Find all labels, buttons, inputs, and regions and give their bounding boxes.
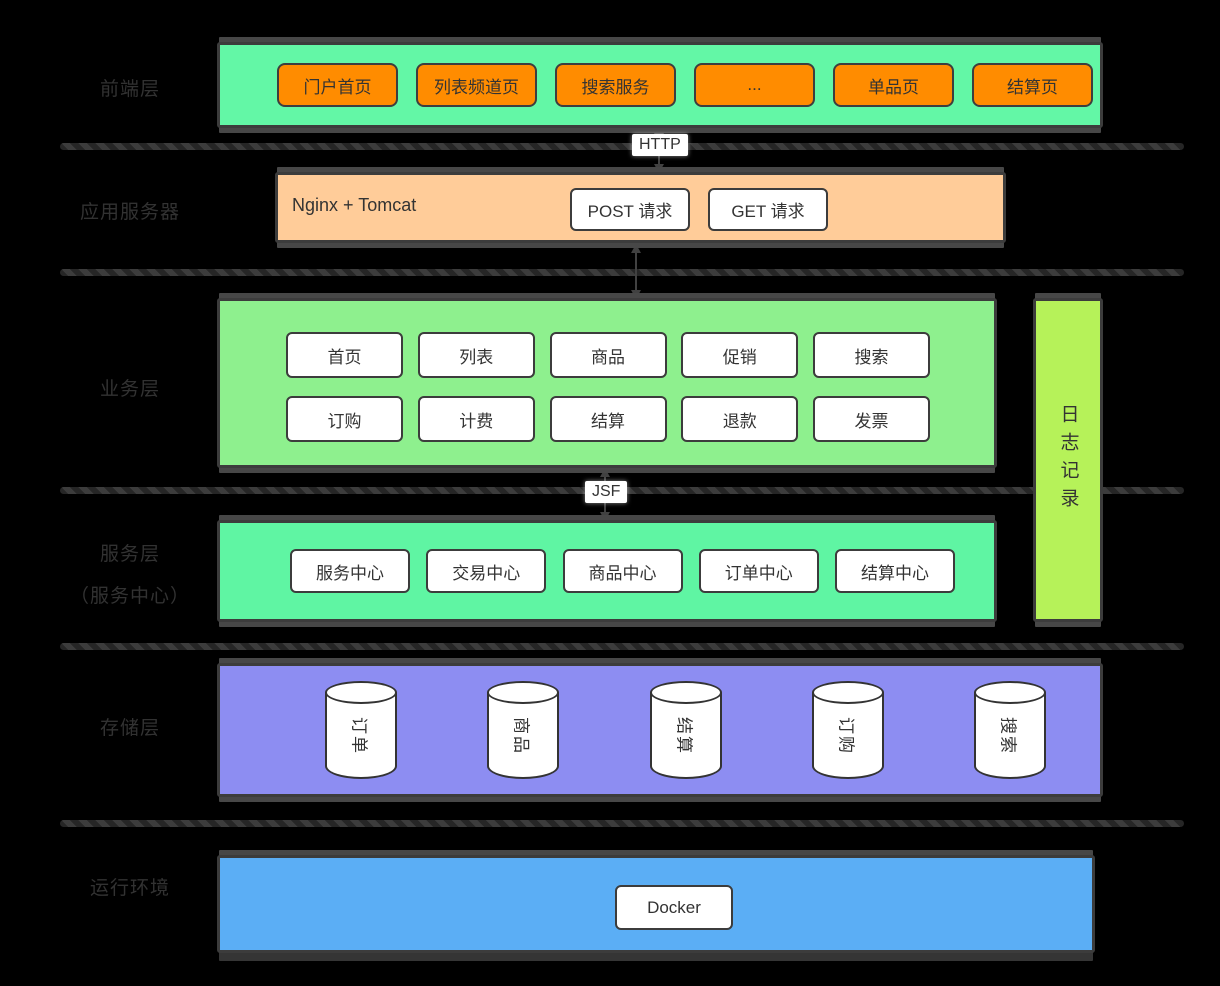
node-portal-home[interactable]: 门户首页 bbox=[277, 63, 398, 107]
node-promotion[interactable]: 促销 bbox=[681, 332, 799, 378]
divider-line bbox=[60, 643, 1184, 650]
http-connector-tag: HTTP bbox=[632, 134, 688, 156]
node-label: 交易中心 bbox=[452, 563, 521, 583]
layer-label-business: 业务层 bbox=[99, 379, 160, 400]
node-refund[interactable]: 退款 bbox=[681, 396, 799, 442]
node-order-center[interactable]: 订单中心 bbox=[698, 549, 819, 593]
node-invoice[interactable]: 发票 bbox=[813, 396, 930, 442]
storage-layer-container[interactable]: 订单 商品 结算 订购 搜索 bbox=[217, 663, 1103, 797]
node-label: 计费 bbox=[459, 411, 494, 431]
database-label: 订购 bbox=[836, 716, 856, 755]
layer-label-storage: 存储层 bbox=[99, 718, 160, 739]
node-settlement[interactable]: 结算 bbox=[549, 396, 667, 442]
app-server-container[interactable]: Nginx + Tomcat POST 请求 GET 请求 bbox=[275, 172, 1006, 243]
cylinder-top bbox=[325, 681, 397, 704]
node-label: ... bbox=[747, 75, 762, 94]
node-trade-center[interactable]: 交易中心 bbox=[426, 549, 547, 593]
cylinder-top bbox=[811, 681, 884, 704]
node-product-center[interactable]: 商品中心 bbox=[562, 549, 683, 593]
node-service-center[interactable]: 服务中心 bbox=[290, 549, 410, 593]
node-list-channel[interactable]: 列表频道页 bbox=[416, 63, 537, 107]
node-label: POST 请求 bbox=[587, 202, 673, 221]
log-record-bar[interactable]: 日志记录 bbox=[1033, 298, 1103, 622]
database-cylinder-search[interactable]: 搜索 bbox=[974, 681, 1046, 779]
node-label: 列表 bbox=[459, 347, 494, 367]
node-checkout-page[interactable]: 结算页 bbox=[972, 63, 1093, 107]
node-label: 订购 bbox=[327, 411, 362, 431]
node-list[interactable]: 列表 bbox=[417, 332, 535, 378]
node-docker[interactable]: Docker bbox=[615, 885, 733, 930]
log-record-label: 日志记录 bbox=[1057, 404, 1079, 516]
cylinder-body bbox=[811, 692, 884, 779]
node-label: 结算页 bbox=[1007, 77, 1058, 97]
cylinder-body bbox=[974, 692, 1046, 779]
node-label: 商品中心 bbox=[588, 563, 657, 583]
frontend-layer-container[interactable]: 门户首页 列表频道页 搜索服务 ... 单品页 结算页 bbox=[217, 42, 1103, 128]
layer-label-service: 服务层 bbox=[99, 544, 160, 565]
node-label: 退款 bbox=[722, 411, 757, 431]
layer-label-runtime: 运行环境 bbox=[89, 878, 170, 899]
divider-line bbox=[60, 143, 1184, 150]
cylinder-body bbox=[325, 692, 397, 779]
runtime-layer-container[interactable]: Docker bbox=[217, 855, 1095, 953]
node-label: 单品页 bbox=[868, 77, 919, 97]
divider-line bbox=[60, 820, 1184, 827]
node-billing[interactable]: 计费 bbox=[417, 396, 535, 442]
node-label: 发票 bbox=[854, 411, 889, 431]
cylinder-top bbox=[487, 681, 560, 704]
node-label: 结算 bbox=[591, 411, 625, 431]
database-cylinder-settlement[interactable]: 结算 bbox=[649, 681, 722, 779]
database-cylinder-order[interactable]: 订单 bbox=[325, 681, 397, 779]
nginx-tomcat-label: Nginx + Tomcat bbox=[292, 195, 417, 215]
node-search[interactable]: 搜索 bbox=[813, 332, 930, 378]
layer-label-service-sub: （服务中心） bbox=[69, 586, 190, 607]
cylinder-top bbox=[649, 681, 722, 704]
jsf-connector-tag: JSF bbox=[585, 481, 628, 503]
layer-label-app-server: 应用服务器 bbox=[79, 202, 180, 223]
node-label: GET 请求 bbox=[731, 202, 805, 221]
database-label: 订单 bbox=[349, 716, 369, 755]
node-label: 搜索 bbox=[854, 347, 889, 367]
node-label: 列表频道页 bbox=[434, 77, 519, 97]
business-layer-container[interactable]: 首页 列表 商品 促销 搜索 订购 计费 结算 退款 发票 bbox=[217, 298, 997, 468]
node-search-service[interactable]: 搜索服务 bbox=[555, 63, 676, 107]
node-label: 门户首页 bbox=[303, 77, 372, 97]
node-settlement-center[interactable]: 结算中心 bbox=[835, 549, 955, 593]
node-order[interactable]: 订购 bbox=[286, 396, 403, 442]
node-product[interactable]: 商品 bbox=[549, 332, 667, 378]
node-ellipsis[interactable]: ... bbox=[694, 63, 815, 107]
node-label: 促销 bbox=[722, 347, 757, 367]
node-label: 订单中心 bbox=[724, 563, 793, 583]
layer-label-frontend: 前端层 bbox=[99, 79, 160, 100]
node-single-item[interactable]: 单品页 bbox=[833, 63, 954, 107]
cylinder-top bbox=[974, 681, 1046, 704]
database-cylinder-subscribe[interactable]: 订购 bbox=[811, 681, 884, 779]
arrow-appserver-business bbox=[635, 245, 637, 298]
cylinder-body bbox=[649, 692, 722, 779]
cylinder-body bbox=[487, 692, 560, 779]
node-label: 商品 bbox=[591, 347, 625, 367]
node-post-request[interactable]: POST 请求 bbox=[570, 188, 690, 231]
divider-line bbox=[60, 269, 1184, 276]
node-label: 首页 bbox=[327, 347, 362, 367]
database-cylinder-product[interactable]: 商品 bbox=[487, 681, 560, 779]
service-layer-container[interactable]: 服务中心 交易中心 商品中心 订单中心 结算中心 bbox=[217, 520, 997, 622]
node-get-request[interactable]: GET 请求 bbox=[708, 188, 828, 231]
node-label: 服务中心 bbox=[316, 563, 384, 583]
node-label: 结算中心 bbox=[861, 563, 929, 583]
database-label: 商品 bbox=[511, 716, 531, 755]
database-label: 结算 bbox=[674, 716, 693, 755]
database-label: 搜索 bbox=[998, 716, 1018, 755]
node-home[interactable]: 首页 bbox=[286, 332, 403, 378]
node-label: 搜索服务 bbox=[581, 77, 650, 97]
node-label: Docker bbox=[647, 897, 701, 917]
